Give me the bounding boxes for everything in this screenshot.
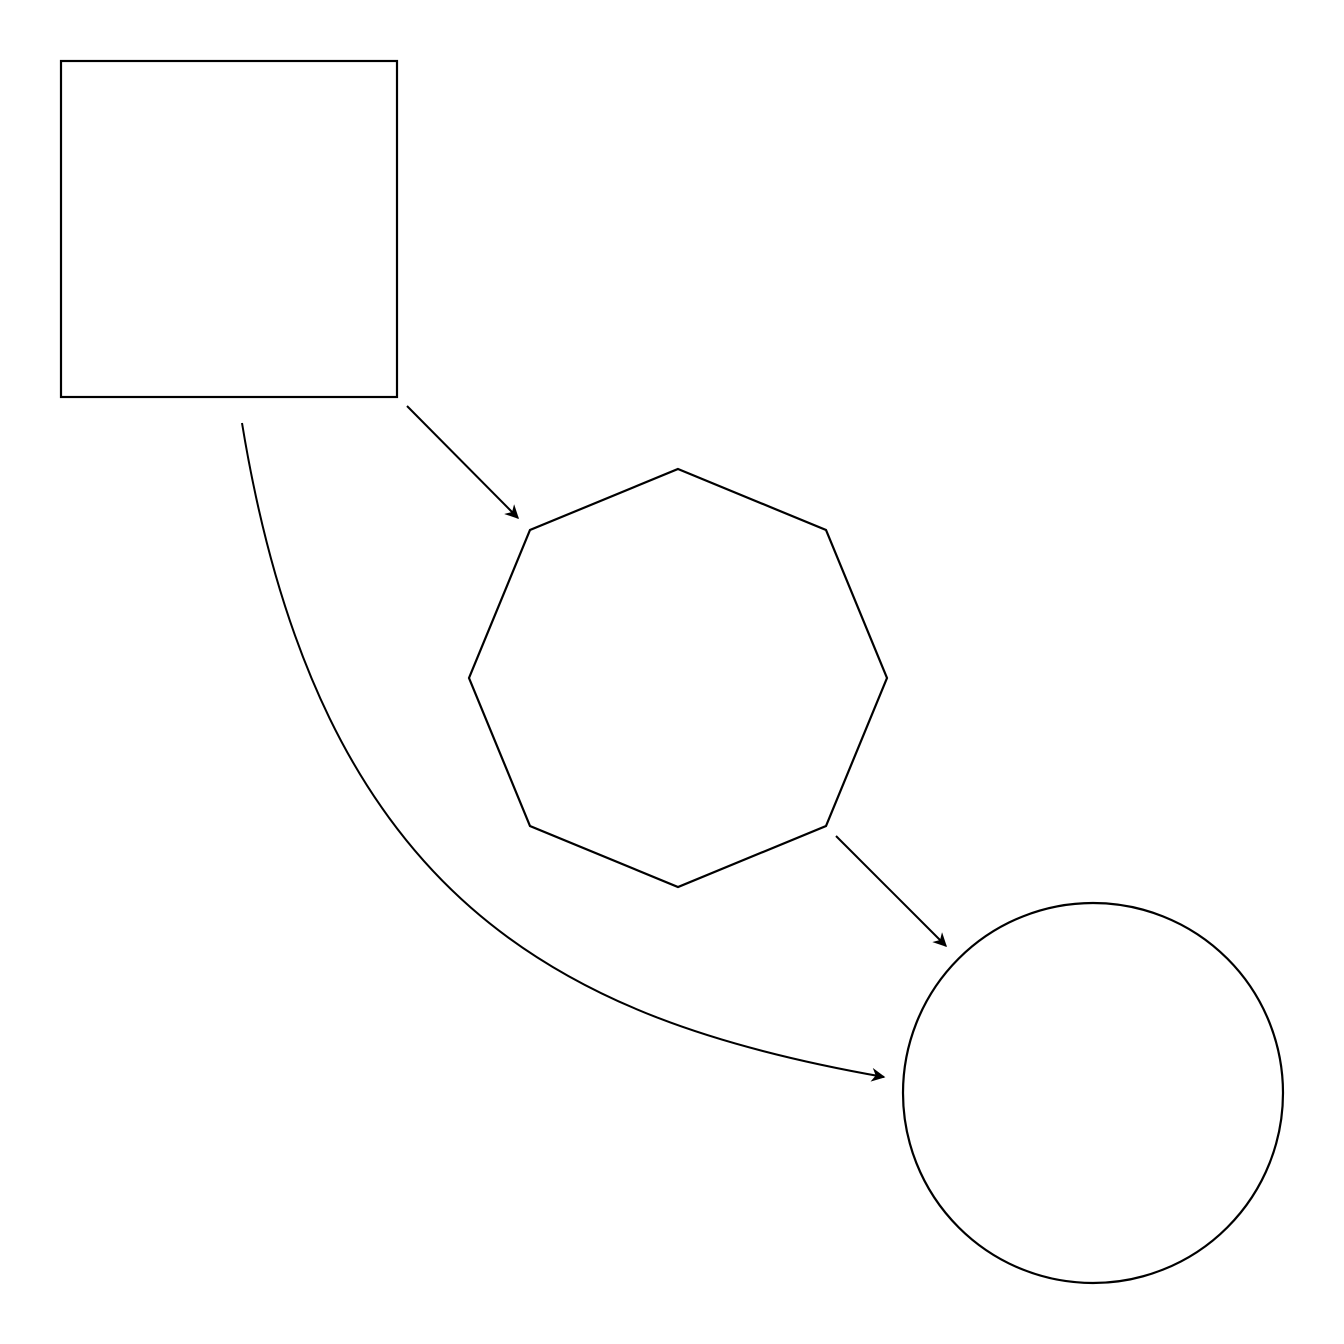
edge-square-to-octagon [406, 405, 519, 519]
octagon-node [467, 467, 889, 889]
circle-node [901, 901, 1285, 1285]
edge-octagon-to-circle [835, 835, 947, 947]
edge-square-to-circle [241, 422, 886, 1082]
square-node [59, 59, 399, 399]
